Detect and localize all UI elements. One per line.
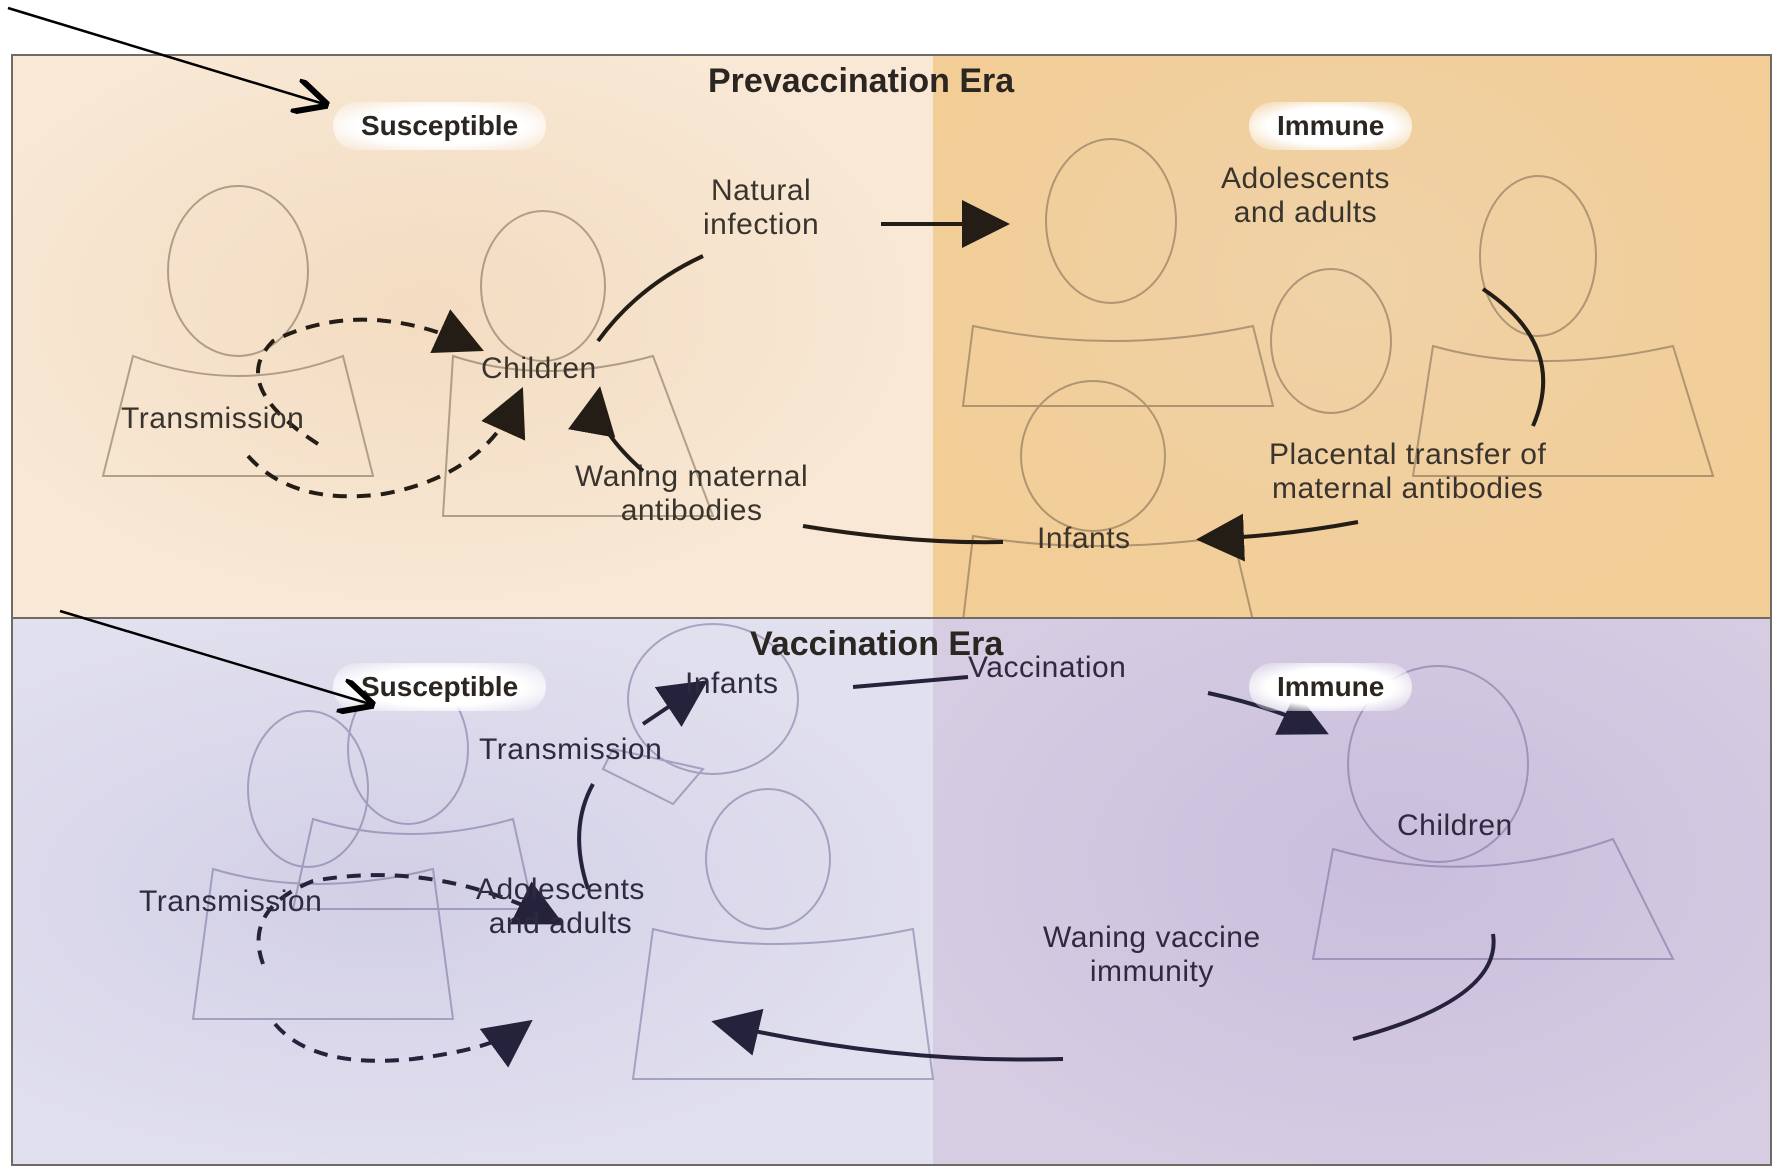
annotation-arrow-bottom [60, 611, 370, 704]
annotation-arrow-top [8, 8, 324, 104]
